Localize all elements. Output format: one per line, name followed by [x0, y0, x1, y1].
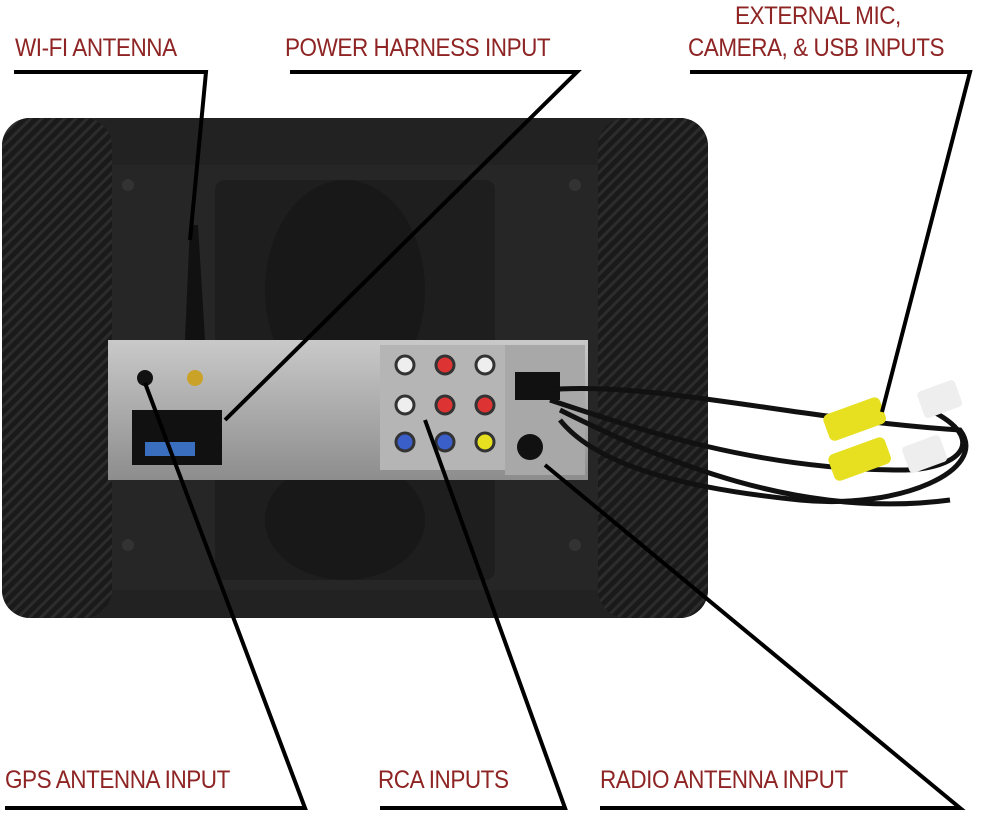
rca-jacks — [394, 354, 496, 453]
label-radio-antenna-input: RADIO ANTENNA INPUT — [600, 766, 848, 794]
gps-antenna-port — [137, 370, 153, 386]
label-power-harness-input: POWER HARNESS INPUT — [285, 34, 551, 62]
rear-panel — [108, 340, 588, 480]
rca-leader — [380, 419, 568, 810]
label-rca-inputs: RCA INPUTS — [378, 766, 509, 794]
power-leader — [223, 70, 582, 422]
label-gps-antenna-input: GPS ANTENNA INPUT — [5, 766, 230, 794]
external-leader — [690, 70, 973, 413]
power-harness-connector — [132, 410, 222, 465]
label-external-line2: CAMERA, & USB INPUTS — [688, 34, 945, 62]
label-external-line1: EXTERNAL MIC, — [735, 2, 901, 30]
wifi-leader — [14, 70, 209, 241]
label-wifi-antenna: WI-FI ANTENNA — [15, 34, 177, 62]
wifi-antenna — [185, 225, 205, 340]
leader-lines — [5, 70, 973, 810]
gps-leader — [5, 382, 308, 810]
rca-yellow-plug — [823, 397, 886, 441]
radio-leader — [543, 463, 966, 810]
radio-antenna-port — [517, 434, 543, 460]
